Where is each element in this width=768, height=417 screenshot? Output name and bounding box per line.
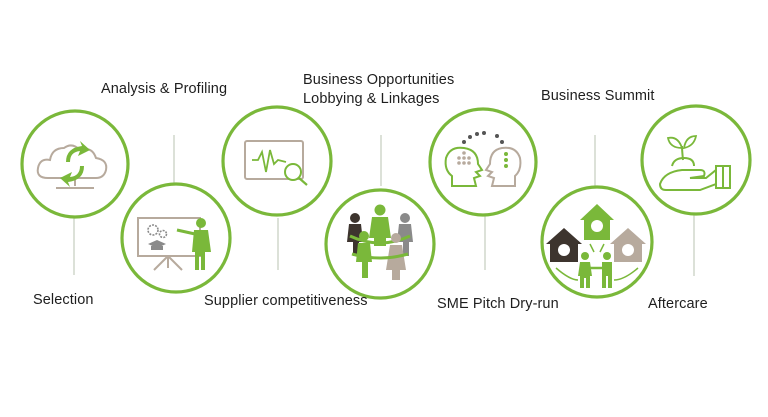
step-5-label: SME Pitch Dry-run <box>437 295 559 314</box>
step-label-line: Business Summit <box>541 88 655 104</box>
step-7-node <box>640 104 752 216</box>
step-circle <box>540 185 654 299</box>
step-circle <box>428 107 538 217</box>
step-label-line: Business Opportunities <box>303 72 455 88</box>
step-circle <box>20 109 130 219</box>
connector-lines <box>73 135 695 276</box>
step-5-node <box>428 107 538 217</box>
hand-plant-icon <box>658 135 731 191</box>
step-1-node <box>20 109 130 219</box>
step-6-node <box>540 185 654 299</box>
step-label-line: Analysis & Profiling <box>101 81 228 97</box>
step-2-node <box>120 182 232 294</box>
step-3-node <box>221 105 333 217</box>
teacher-presentation-icon <box>137 217 211 271</box>
step-label-line: Supplier competitiveness <box>204 293 368 309</box>
step-label-line: SME Pitch Dry-run <box>437 296 559 312</box>
step-6-label: Business Summit <box>541 87 655 106</box>
step-1-label: Selection <box>33 291 94 310</box>
step-circle <box>640 104 752 216</box>
step-2-label: Analysis & Profiling <box>101 80 227 99</box>
step-4-label: Business Opportunities Lobbying & Linkag… <box>303 71 454 109</box>
step-4-node <box>324 188 436 300</box>
houses-handshake-icon <box>546 204 646 288</box>
step-7-label: Aftercare <box>648 295 708 314</box>
monitor-analysis-icon <box>244 140 308 186</box>
step-label-line: Selection <box>33 292 94 308</box>
heads-talking-icon <box>444 131 522 187</box>
people-circle-icon <box>347 204 413 280</box>
step-3-label: Supplier competitiveness <box>204 292 368 311</box>
step-label-line: Aftercare <box>648 296 708 312</box>
step-label-line: Lobbying & Linkages <box>303 91 440 107</box>
cloud-sync-icon <box>36 141 108 189</box>
